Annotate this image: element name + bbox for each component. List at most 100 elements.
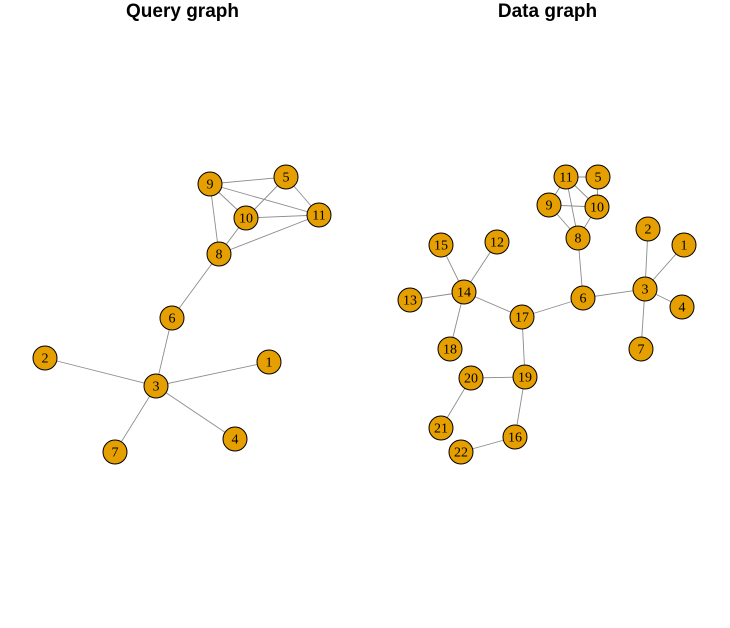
data-node-8: 8 (565, 225, 591, 251)
query-node-5: 5 (273, 164, 299, 190)
data-node-circle (451, 279, 477, 305)
query-node-label: 10 (239, 212, 253, 227)
query-node-11: 11 (306, 202, 332, 228)
data-node-label: 11 (559, 171, 572, 186)
data-node-label: 17 (515, 311, 529, 326)
data-node-5: 5 (585, 164, 611, 190)
data-node-7: 7 (628, 336, 654, 362)
data-node-10: 10 (584, 194, 610, 220)
query-node-label: 7 (112, 446, 119, 461)
data-node-circle (553, 164, 579, 190)
data-graph-title: Data graph (497, 1, 598, 22)
query-node-circle (306, 202, 332, 228)
data-node-label: 10 (590, 201, 604, 216)
query-node-circle (206, 241, 232, 267)
data-node-circle (448, 439, 474, 465)
query-node-7: 7 (102, 439, 128, 465)
data-node-label: 6 (580, 292, 587, 307)
data-node-label: 4 (679, 301, 686, 316)
data-node-17: 17 (509, 304, 535, 330)
data-node-label: 8 (575, 232, 582, 247)
data-node-circle (669, 294, 695, 320)
query-node-label: 4 (232, 433, 239, 448)
query-node-1: 1 (256, 349, 282, 375)
data-node-circle (428, 232, 454, 258)
query-node-circle (222, 426, 248, 452)
data-node-12: 12 (484, 229, 510, 255)
data-node-label: 3 (642, 283, 649, 298)
data-node-13: 13 (397, 287, 423, 313)
data-node-circle (635, 216, 661, 242)
query-edge-3-4 (155, 385, 236, 440)
query-node-10: 10 (233, 205, 259, 231)
query-node-3: 3 (143, 373, 169, 399)
data-node-label: 19 (518, 371, 532, 386)
data-node-6: 6 (570, 285, 596, 311)
query-node-circle (102, 439, 128, 465)
query-node-circle (233, 205, 259, 231)
data-node-circle (584, 194, 610, 220)
data-node-circle (671, 232, 697, 258)
data-node-circle (512, 364, 538, 390)
data-node-circle (585, 164, 611, 190)
data-node-label: 2 (645, 223, 652, 238)
query-node-6: 6 (159, 305, 185, 331)
query-edge-3-1 (155, 361, 270, 387)
query-edge-8-11 (218, 214, 320, 255)
data-node-9: 9 (536, 192, 562, 218)
data-node-label: 14 (457, 286, 471, 301)
query-node-circle (143, 373, 169, 399)
data-node-1: 1 (671, 232, 697, 258)
query-node-label: 9 (207, 178, 214, 193)
data-node-circle (565, 225, 591, 251)
data-node-21: 21 (428, 415, 454, 441)
data-node-label: 16 (508, 431, 522, 446)
data-node-label: 22 (454, 446, 468, 461)
data-node-circle (428, 415, 454, 441)
query-edge-3-7 (114, 385, 157, 453)
data-node-18: 18 (437, 336, 463, 362)
query-node-2: 2 (32, 345, 58, 371)
query-node-label: 5 (283, 171, 290, 186)
query-node-circle (197, 171, 223, 197)
query-graph-title: Query graph (126, 1, 239, 22)
query-graph-nodes: 1 2 3 4 5 6 7 8 9 10 11 (32, 164, 332, 465)
data-node-20: 20 (458, 365, 484, 391)
data-node-circle (632, 276, 658, 302)
data-node-label: 9 (546, 199, 553, 214)
data-node-label: 15 (434, 239, 448, 254)
data-node-circle (509, 304, 535, 330)
data-node-16: 16 (502, 424, 528, 450)
query-node-label: 8 (216, 248, 223, 263)
query-edge-9-5 (209, 176, 287, 185)
data-node-label: 12 (490, 236, 504, 251)
data-node-circle (484, 229, 510, 255)
query-node-circle (32, 345, 58, 371)
query-node-circle (256, 349, 282, 375)
data-node-14: 14 (451, 279, 477, 305)
data-node-3: 3 (632, 276, 658, 302)
data-node-4: 4 (669, 294, 695, 320)
data-node-11: 11 (553, 164, 579, 190)
query-node-circle (159, 305, 185, 331)
query-node-label: 3 (153, 380, 160, 395)
data-node-circle (536, 192, 562, 218)
query-edge-8-6 (171, 253, 220, 319)
data-node-label: 5 (595, 171, 602, 186)
data-node-label: 1 (681, 239, 688, 254)
query-node-8: 8 (206, 241, 232, 267)
data-node-circle (502, 424, 528, 450)
data-node-label: 21 (434, 422, 448, 437)
query-edge-3-2 (44, 357, 157, 387)
data-node-2: 2 (635, 216, 661, 242)
data-node-label: 20 (464, 372, 478, 387)
data-node-circle (437, 336, 463, 362)
data-node-22: 22 (448, 439, 474, 465)
query-node-4: 4 (222, 426, 248, 452)
data-node-circle (458, 365, 484, 391)
data-node-19: 19 (512, 364, 538, 390)
data-node-label: 13 (403, 294, 417, 309)
data-node-circle (628, 336, 654, 362)
